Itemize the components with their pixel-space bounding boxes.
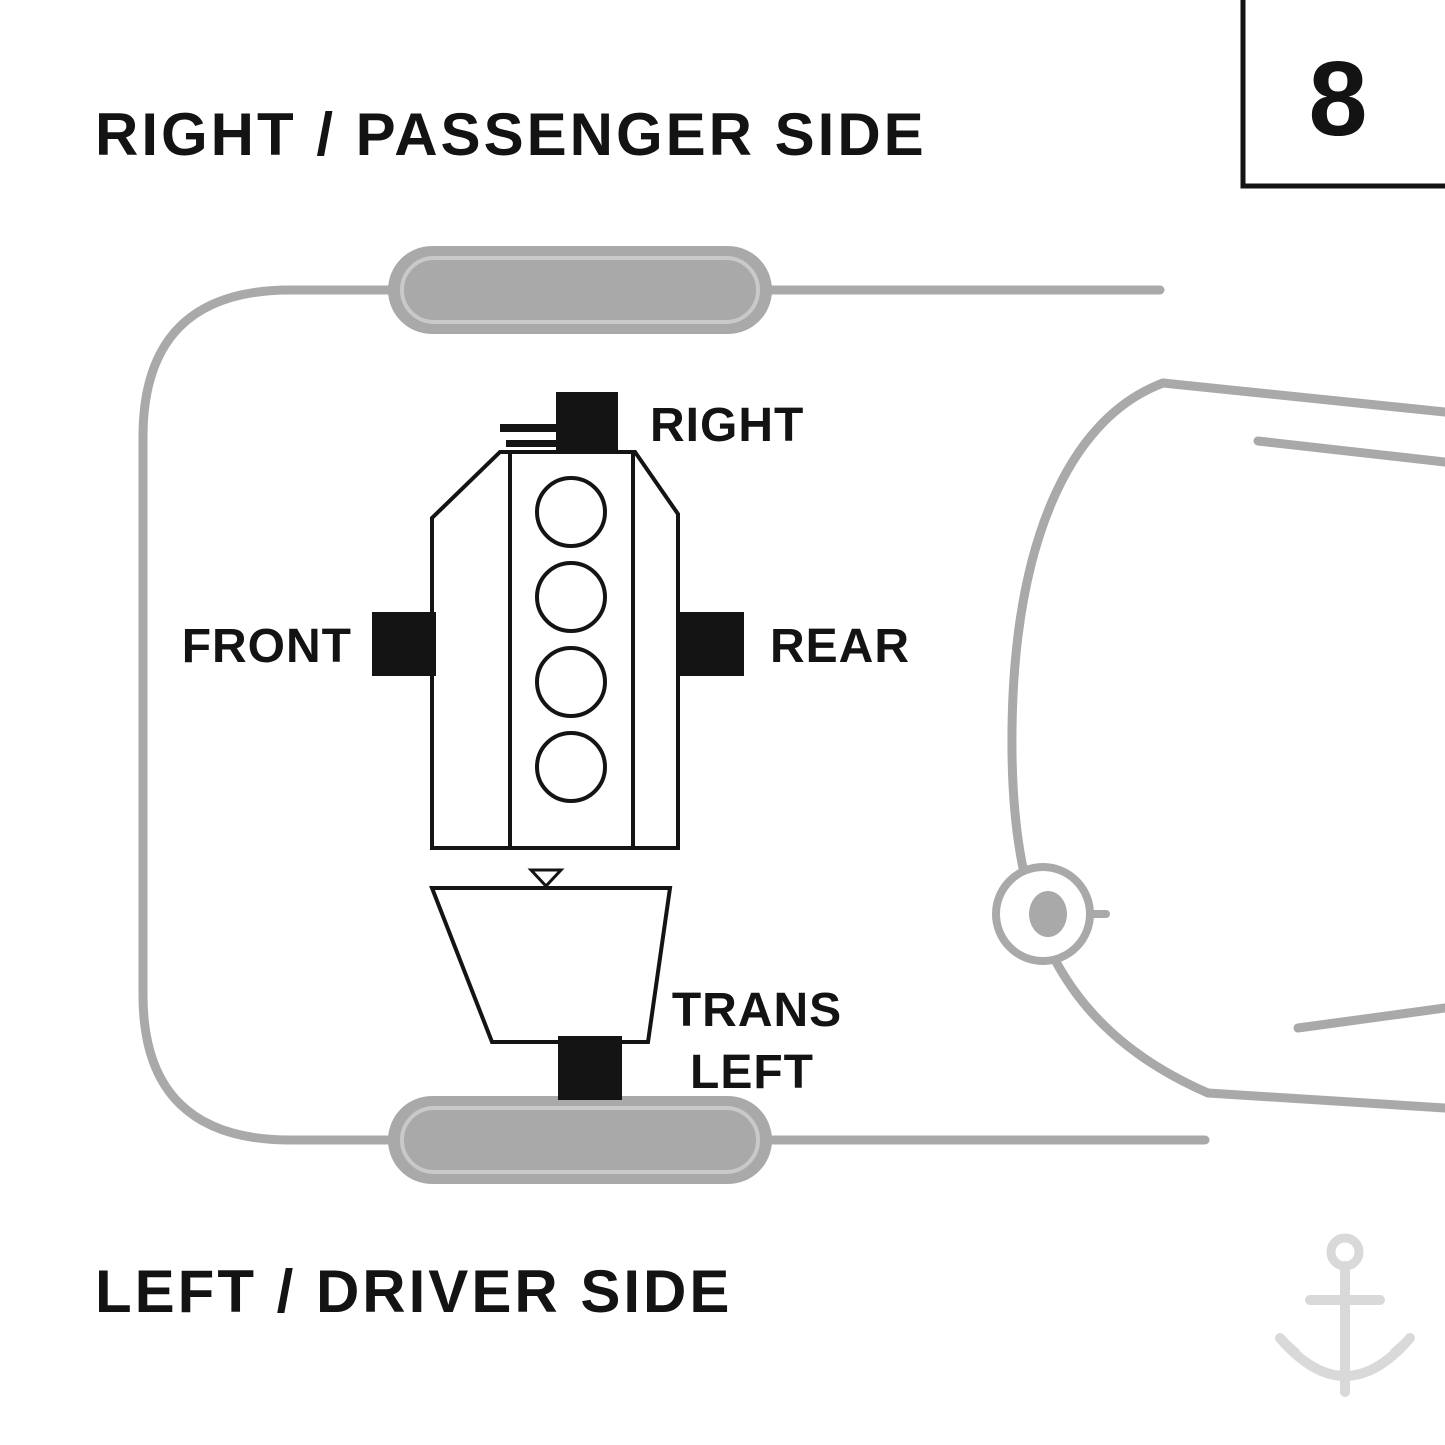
- trans-left-mount-label-line1: TRANS: [672, 984, 842, 1037]
- trans-left-mount-label-line2: LEFT: [690, 1046, 814, 1099]
- trans-left-mount-marker: [558, 1036, 622, 1100]
- watermark-anchor-fluke-tip-right: [1390, 1334, 1414, 1356]
- body-edge-top-outer: [1158, 378, 1445, 417]
- front-tire: [388, 246, 772, 334]
- cylinder-3: [535, 646, 607, 718]
- left-driver-side-title: LEFT / DRIVER SIDE: [95, 1258, 732, 1325]
- watermark-anchor-logo: [1275, 1233, 1415, 1397]
- rear-mount-label: REAR: [770, 620, 910, 673]
- front-tire-shape: [388, 246, 772, 334]
- mount-labels: RIGHT FRONT REAR TRANS LEFT: [182, 399, 910, 1099]
- front-mount-marker: [372, 612, 436, 676]
- watermark-anchor-fluke-tip-left: [1276, 1334, 1300, 1356]
- right-mount-bolt-2: [506, 440, 560, 447]
- dipstick-funnel: [527, 868, 565, 889]
- rear-tire-highlight: [400, 1106, 760, 1174]
- cylinder-2: [535, 561, 607, 633]
- engine-assembly: [372, 392, 744, 1100]
- car-body-outline: [138, 285, 1210, 1145]
- car-body-left-outline: [138, 285, 1210, 1145]
- figure-number-border: [1240, 0, 1445, 189]
- figure-number: 8: [1309, 40, 1368, 158]
- bumper-curve: [1007, 378, 1213, 1098]
- right-passenger-side-title: RIGHT / PASSENGER SIDE: [95, 101, 927, 168]
- cylinder-4: [535, 731, 607, 803]
- hub-center: [1029, 891, 1067, 937]
- right-mount-label: RIGHT: [650, 399, 804, 452]
- cylinder-1: [535, 476, 607, 548]
- rear-tire: [388, 1096, 772, 1184]
- right-mount-bolt-1: [500, 424, 560, 432]
- rear-mount-marker: [680, 612, 744, 676]
- body-edge-bottom-outer: [1203, 1088, 1445, 1113]
- car-front-section: [992, 378, 1445, 1113]
- right-mount-marker: [556, 392, 618, 454]
- body-edge-top-inner: [1253, 436, 1445, 467]
- figure-number-box: 8: [1240, 0, 1445, 189]
- front-tire-highlight: [400, 256, 760, 324]
- front-mount-label: FRONT: [182, 620, 352, 673]
- rear-tire-shape: [388, 1096, 772, 1184]
- body-edge-bottom-inner: [1293, 1003, 1445, 1033]
- transmission: [429, 886, 673, 1044]
